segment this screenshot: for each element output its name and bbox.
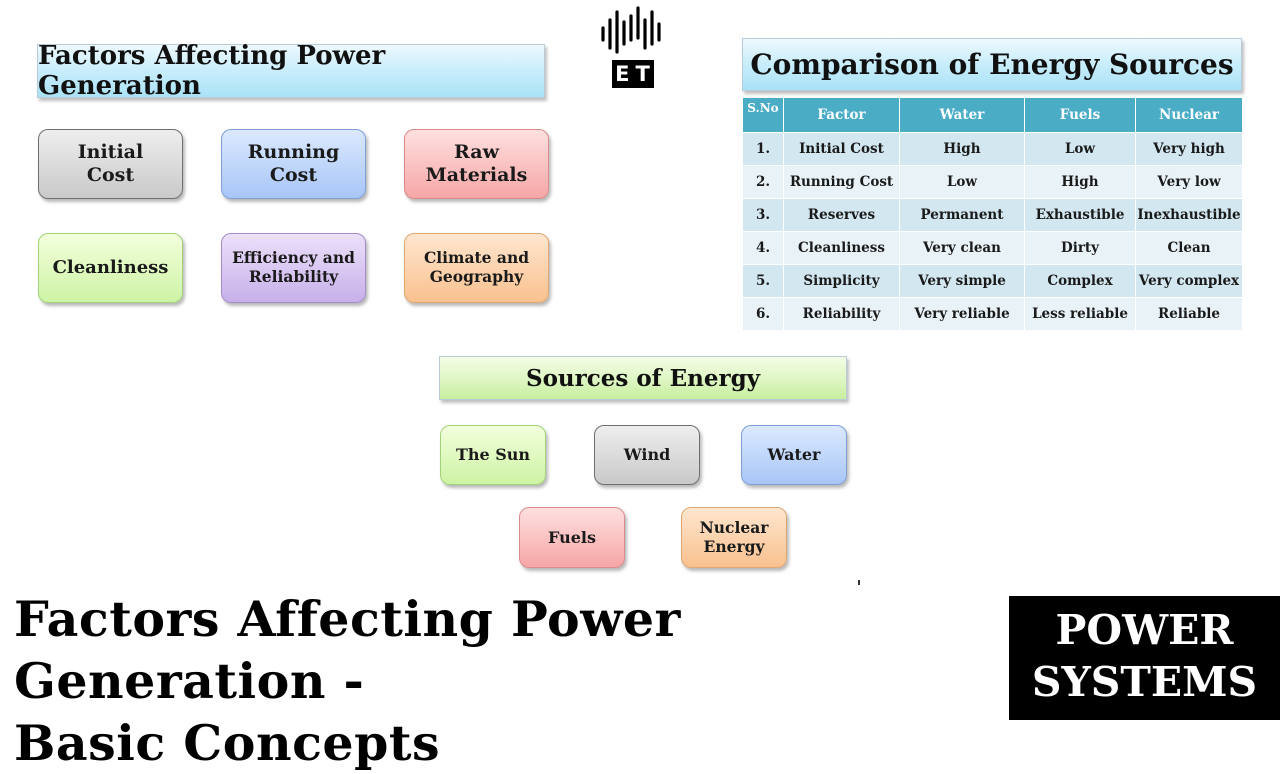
header-nuclear: Nuclear — [1135, 97, 1243, 133]
table-cell: 5. — [742, 264, 784, 298]
factor-raw-materials: Raw Materials — [404, 129, 549, 199]
logo-et: ET — [612, 60, 654, 88]
table-cell: Cleanliness — [783, 231, 900, 265]
table-cell: Permanent — [899, 198, 1025, 232]
table-row: 3. Reserves Permanent Exhaustible Inexha… — [742, 198, 1243, 232]
source-the-sun: The Sun — [440, 425, 546, 485]
factor-initial-cost: Initial Cost — [38, 129, 183, 199]
table-cell: Reliability — [783, 297, 900, 331]
factor-running-cost: Running Cost — [221, 129, 366, 199]
table-cell: Less reliable — [1024, 297, 1136, 331]
factor-climate-geography: Climate and Geography — [404, 233, 549, 303]
table-cell: Very high — [1135, 132, 1243, 166]
badge-line1: POWER — [1055, 606, 1234, 654]
table-row: 2. Running Cost Low High Very low — [742, 165, 1243, 199]
header-sno: S.No — [742, 97, 784, 133]
factors-title: Factors Affecting Power Generation — [38, 41, 386, 101]
table-cell: Very clean — [899, 231, 1025, 265]
power-systems-badge: POWER SYSTEMS — [1009, 596, 1280, 720]
table-header-row: S.No Factor Water Fuels Nuclear — [742, 97, 1243, 133]
header-water: Water — [899, 97, 1025, 133]
table-row: 6. Reliability Very reliable Less reliab… — [742, 297, 1243, 331]
table-cell: Running Cost — [783, 165, 900, 199]
table-cell: Dirty — [1024, 231, 1136, 265]
header-fuels: Fuels — [1024, 97, 1136, 133]
table-row: 1. Initial Cost High Low Very high — [742, 132, 1243, 166]
table-cell: 6. — [742, 297, 784, 331]
table-cell: Complex — [1024, 264, 1136, 298]
table-cell: High — [1024, 165, 1136, 199]
table-cell: Clean — [1135, 231, 1243, 265]
table-cell: 3. — [742, 198, 784, 232]
table-cell: 2. — [742, 165, 784, 199]
comparison-title-banner: Comparison of Energy Sources — [742, 38, 1242, 91]
table-cell: Reliable — [1135, 297, 1243, 331]
video-title-line2: Basic Concepts — [14, 714, 441, 772]
table-cell: High — [899, 132, 1025, 166]
source-wind: Wind — [594, 425, 700, 485]
video-title-line1: Factors Affecting Power Generation - — [14, 590, 681, 710]
factor-efficiency-reliability: Efficiency and Reliability — [221, 233, 366, 303]
table-cell: Very reliable — [899, 297, 1025, 331]
factors-title-banner: Factors Affecting Power Generation — [37, 41, 545, 101]
table-row: 4. Cleanliness Very clean Dirty Clean — [742, 231, 1243, 265]
table-cell: Very complex — [1135, 264, 1243, 298]
table-cell: 4. — [742, 231, 784, 265]
table-cell: Very simple — [899, 264, 1025, 298]
source-nuclear-energy: Nuclear Energy — [681, 507, 787, 568]
comparison-title: Comparison of Energy Sources — [750, 48, 1234, 81]
table-cell: Exhaustible — [1024, 198, 1136, 232]
table-cell: Initial Cost — [783, 132, 900, 166]
table-cell: Reserves — [783, 198, 900, 232]
video-title: Factors Affecting Power Generation - Bas… — [14, 588, 994, 774]
source-water: Water — [741, 425, 847, 485]
badge-line2: SYSTEMS — [1031, 658, 1258, 706]
sources-title-banner: Sources of Energy — [439, 356, 847, 400]
sound-wave-icon — [601, 6, 661, 54]
comparison-table: S.No Factor Water Fuels Nuclear 1. Initi… — [742, 97, 1243, 331]
source-fuels: Fuels — [519, 507, 625, 568]
header-factor: Factor — [783, 97, 900, 133]
table-cell: Low — [1024, 132, 1136, 166]
sources-title: Sources of Energy — [525, 364, 761, 392]
table-row: 5. Simplicity Very simple Complex Very c… — [742, 264, 1243, 298]
table-cell: Very low — [1135, 165, 1243, 199]
table-cell: Simplicity — [783, 264, 900, 298]
stray-mark — [858, 580, 860, 585]
factor-cleanliness: Cleanliness — [38, 233, 183, 303]
table-cell: Low — [899, 165, 1025, 199]
table-cell: 1. — [742, 132, 784, 166]
table-cell: Inexhaustible — [1135, 198, 1243, 232]
